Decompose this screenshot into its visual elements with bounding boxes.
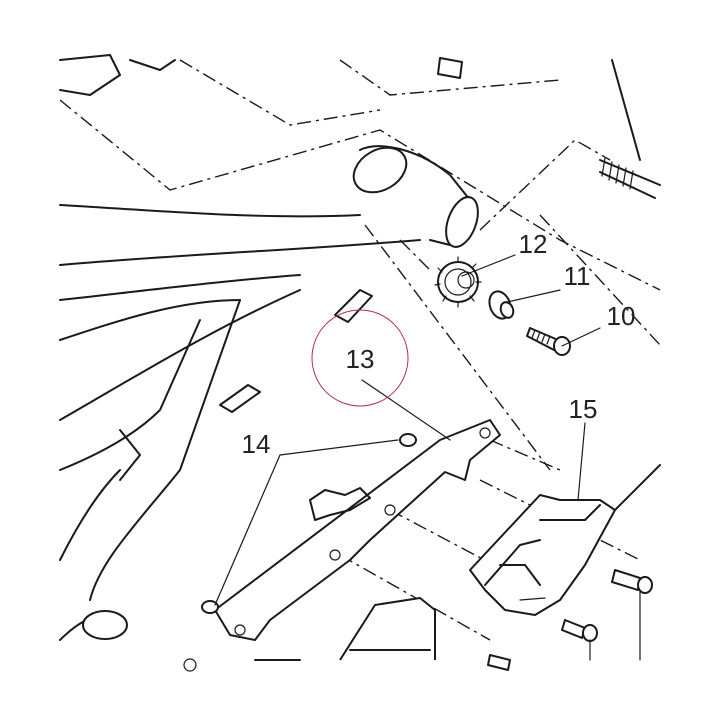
- part-10-screw: [526, 327, 571, 356]
- callout-14: 14: [242, 429, 271, 459]
- part-14-nut-lower: [201, 600, 219, 614]
- callout-12: 12: [519, 229, 548, 259]
- threaded-rod: [599, 59, 661, 199]
- frame-tube: [59, 54, 479, 641]
- part-11-washer: [488, 290, 515, 320]
- callout-13-highlight-circle: [311, 309, 409, 407]
- lower-housing: [183, 597, 436, 672]
- frame-lower-joint: [82, 610, 128, 640]
- part-15-housing: [469, 464, 661, 616]
- leader-lines: [214, 254, 641, 661]
- part-12-gear: [434, 256, 482, 308]
- frame-clips: [219, 57, 463, 413]
- part-14-bracket-plate: [201, 419, 501, 641]
- housing-screws: [487, 569, 653, 671]
- callout-15: 15: [569, 394, 598, 424]
- tube-socket: [445, 196, 479, 248]
- callout-13: 13: [346, 344, 375, 374]
- callout-10: 10: [607, 301, 636, 331]
- assembly-guide-lines: [59, 59, 661, 641]
- tube-end-cap: [352, 146, 408, 194]
- callout-11: 11: [564, 261, 591, 291]
- part-14-nut-upper: [399, 433, 417, 447]
